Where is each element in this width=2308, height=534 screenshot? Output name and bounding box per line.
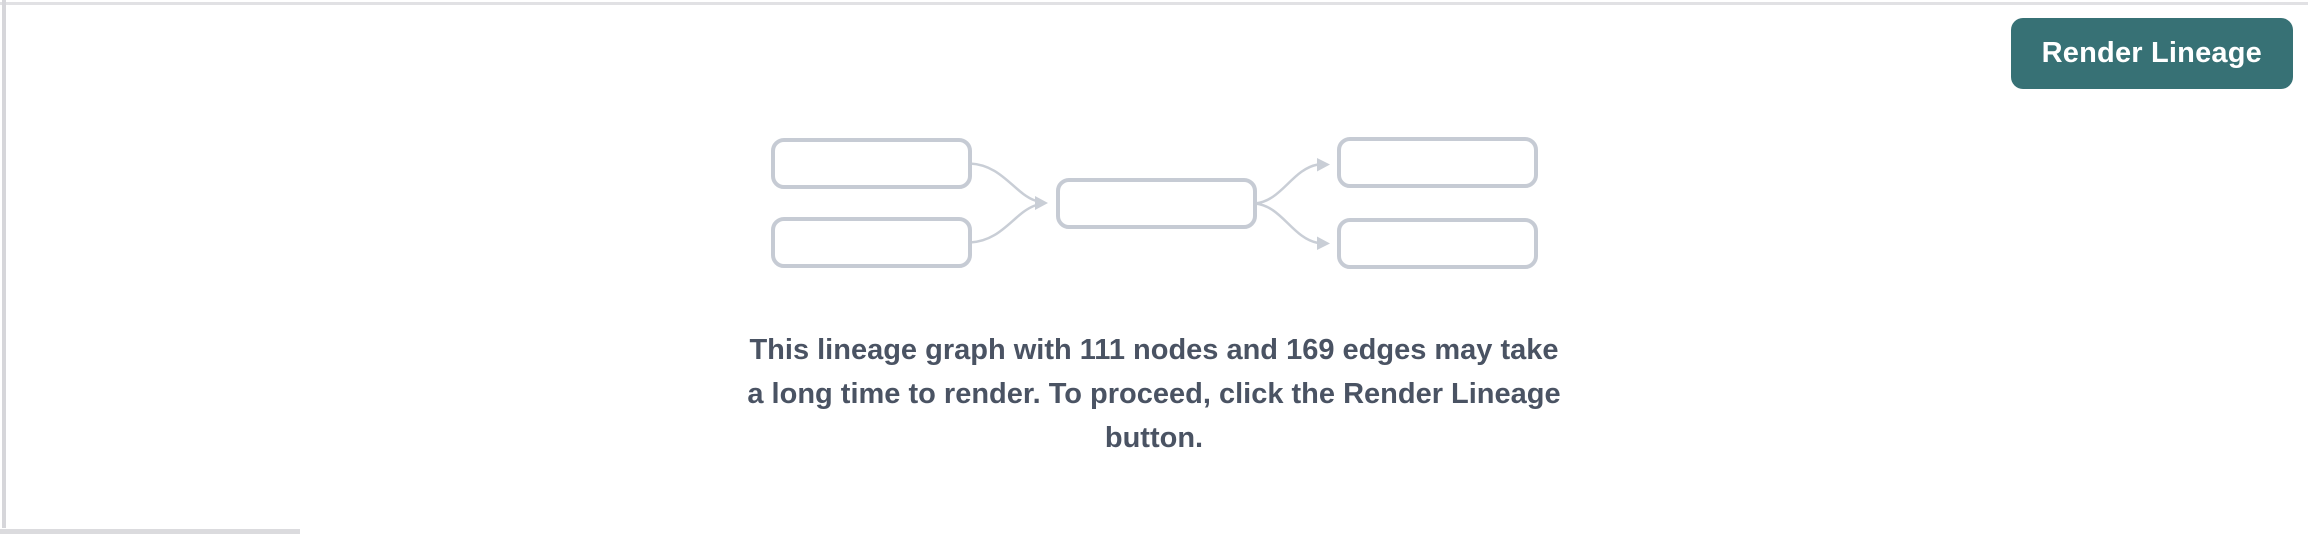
arrowhead-icon — [1035, 196, 1048, 210]
horizontal-scrollbar-thumb[interactable] — [0, 529, 300, 534]
message-line-2: a long time to render. To proceed, click… — [747, 378, 1561, 410]
placeholder-node-downstream-2 — [1337, 218, 1538, 269]
panel-top-border — [0, 2, 2308, 5]
placeholder-edge — [968, 162, 1037, 202]
placeholder-node-downstream-1 — [1337, 137, 1538, 188]
lineage-placeholder-illustration — [771, 137, 1538, 269]
placeholder-arrowheads — [1035, 158, 1330, 250]
placeholder-node-upstream-1 — [771, 138, 972, 189]
placeholder-edge — [1253, 202, 1320, 245]
placeholder-edge — [1253, 163, 1320, 205]
placeholder-node-center — [1056, 178, 1257, 229]
render-warning-message: This lineage graph with 111 nodes and 16… — [654, 328, 1654, 460]
placeholder-edge — [968, 204, 1037, 244]
message-line-1: This lineage graph with 111 nodes and 16… — [749, 334, 1559, 366]
placeholder-node-upstream-2 — [771, 217, 972, 268]
placeholder-edges — [968, 162, 1320, 245]
placeholder-nodes — [771, 137, 1538, 269]
render-lineage-button[interactable]: Render Lineage — [2010, 18, 2293, 89]
arrowhead-icon — [1317, 158, 1330, 172]
panel-left-divider — [2, 0, 6, 528]
arrowhead-icon — [1317, 236, 1330, 250]
message-line-3: button. — [1104, 422, 1204, 454]
